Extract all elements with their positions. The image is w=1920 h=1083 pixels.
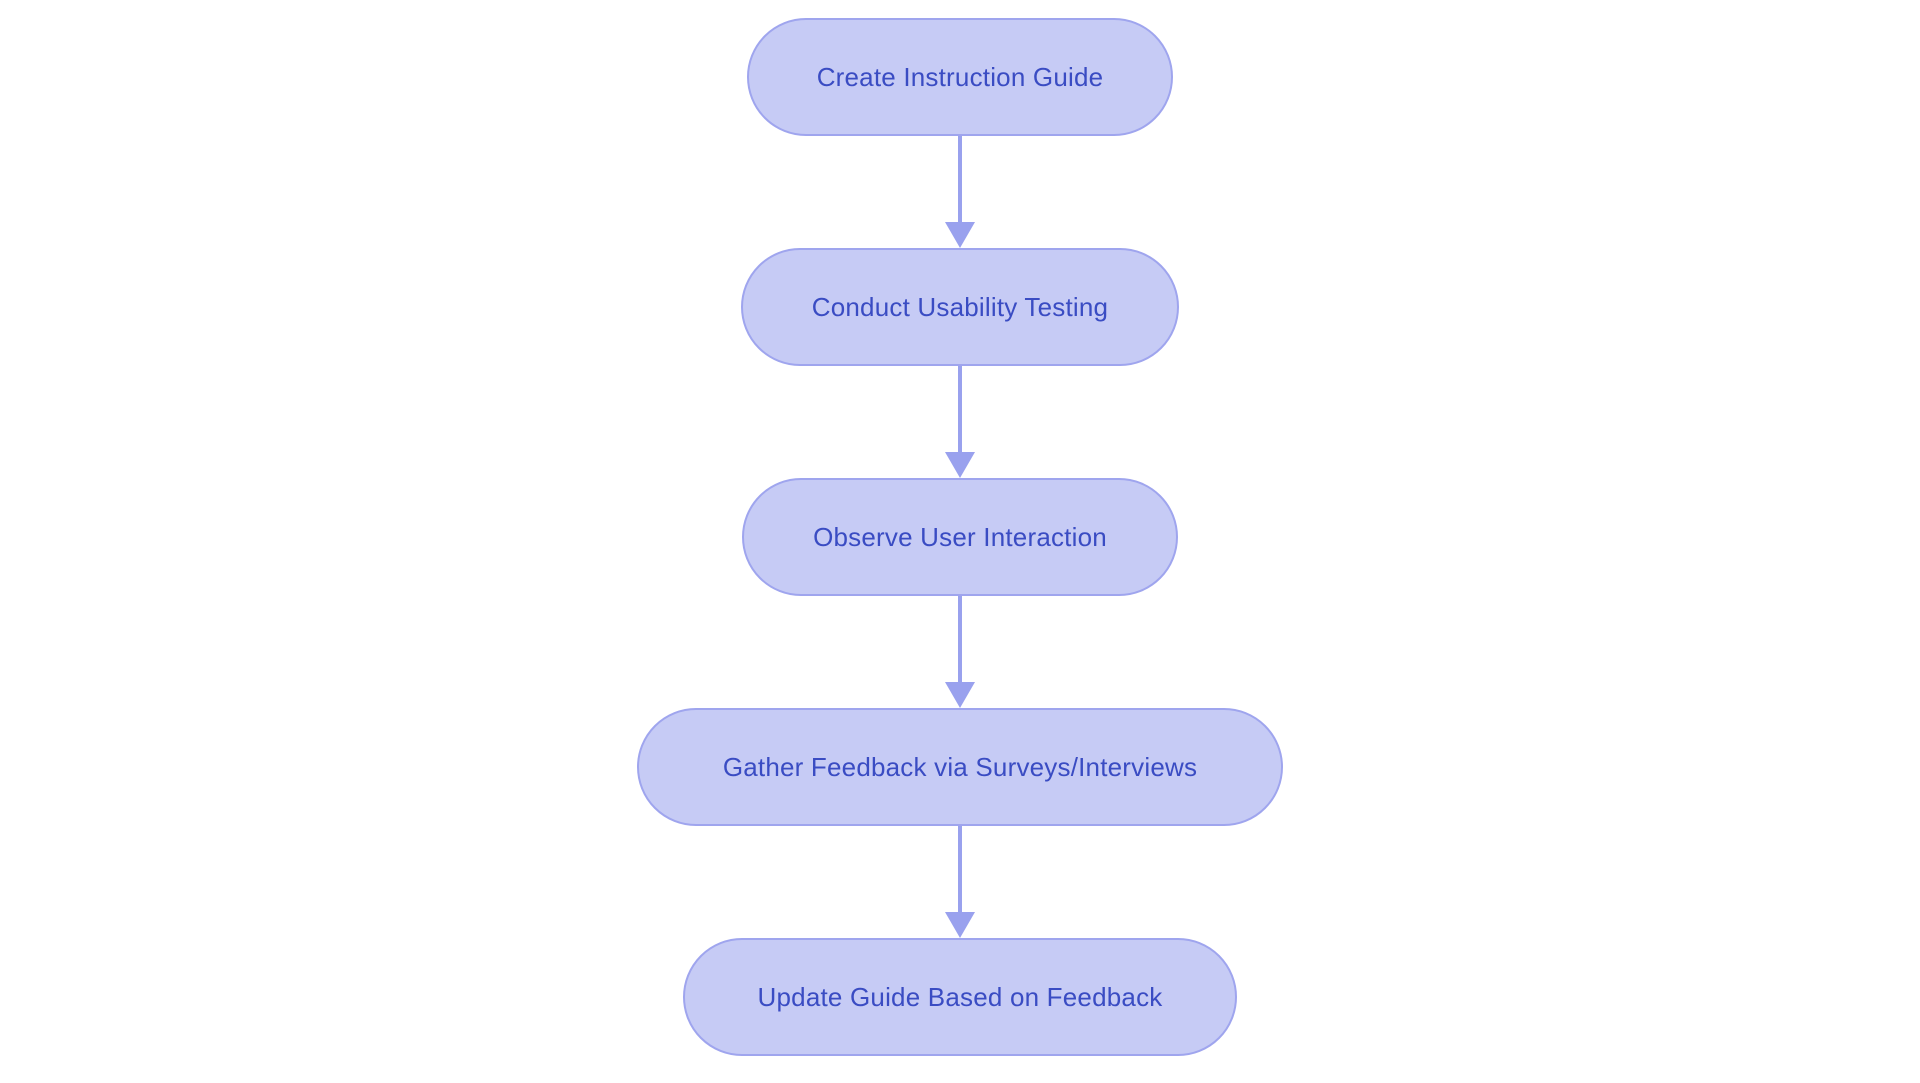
arrow-down-icon <box>945 596 975 708</box>
flow-edge-2 <box>944 366 976 478</box>
flow-node-update-guide-based-on-feedback: Update Guide Based on Feedback <box>683 938 1237 1056</box>
arrow-down-icon <box>945 826 975 938</box>
arrow-down-icon <box>945 136 975 248</box>
flow-edge-1 <box>944 136 976 248</box>
flow-node-label: Gather Feedback via Surveys/Interviews <box>722 751 1198 782</box>
arrow-down-icon <box>945 366 975 478</box>
flow-node-label: Update Guide Based on Feedback <box>757 981 1163 1012</box>
flow-node-gather-feedback-via-surveys-interviews: Gather Feedback via Surveys/Interviews <box>637 708 1283 826</box>
flow-node-label: Create Instruction Guide <box>816 61 1104 92</box>
flow-node-label: Observe User Interaction <box>813 521 1107 552</box>
flow-edge-4 <box>944 826 976 938</box>
flow-node-create-instruction-guide: Create Instruction Guide <box>747 18 1173 136</box>
flow-node-label: Conduct Usability Testing <box>811 291 1109 322</box>
flow-node-observe-user-interaction: Observe User Interaction <box>742 478 1178 596</box>
flow-edge-3 <box>944 596 976 708</box>
flow-node-conduct-usability-testing: Conduct Usability Testing <box>741 248 1179 366</box>
